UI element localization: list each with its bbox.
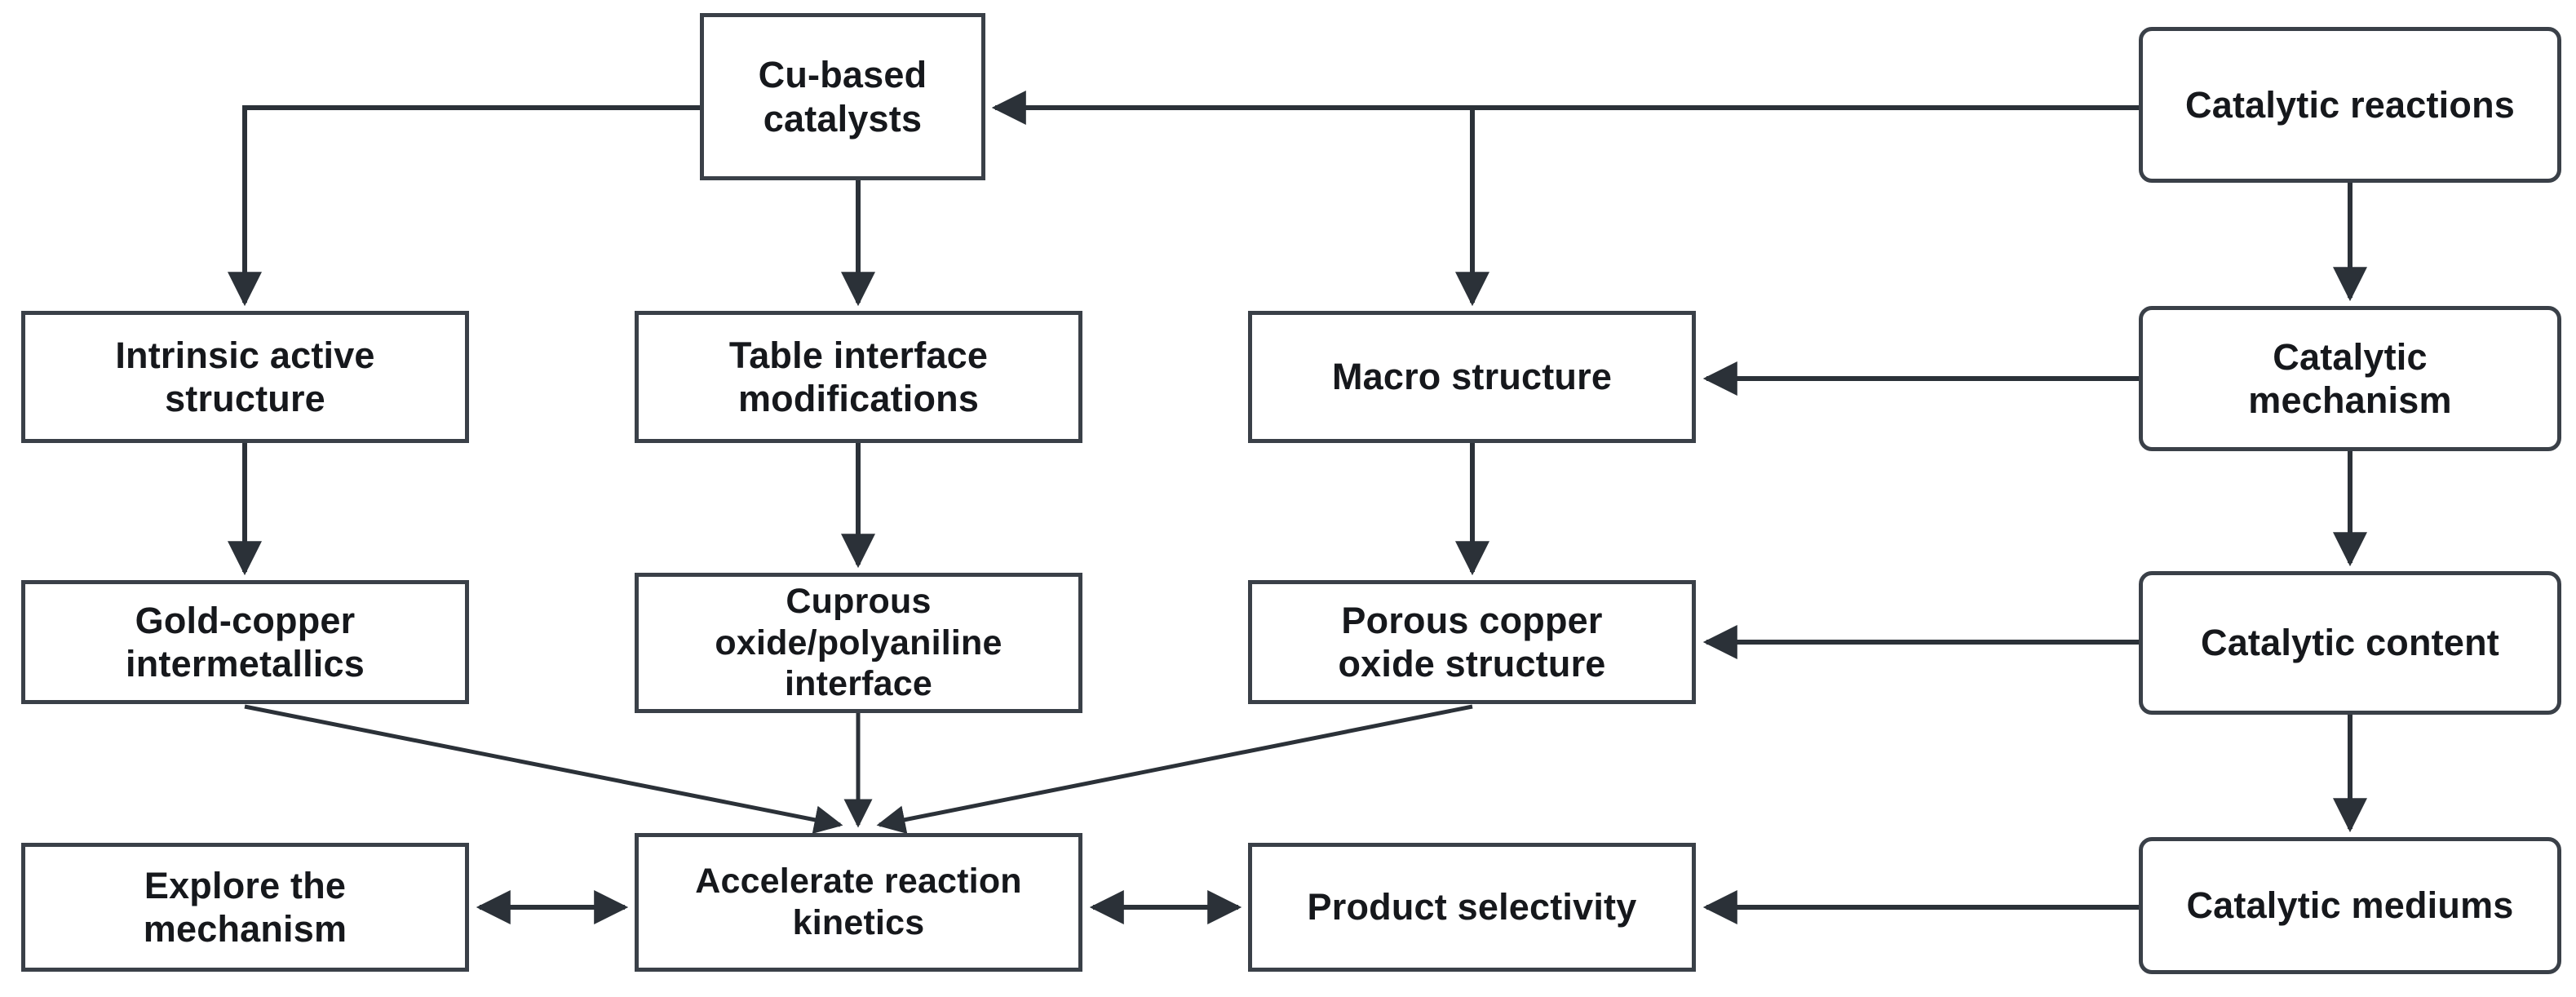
node-label: Table interface modifications xyxy=(728,334,989,419)
node-label: Catalytic reactions xyxy=(2185,83,2515,126)
node-label: Accelerate reaction kinetics xyxy=(695,862,1022,942)
edge-porous-to-accelerate xyxy=(876,704,1473,835)
node-cu-based-catalysts[interactable]: Cu-based catalysts xyxy=(700,13,985,180)
node-intrinsic-active-structure[interactable]: Intrinsic active structure xyxy=(21,311,469,443)
node-label: Cu-based catalysts xyxy=(758,54,927,140)
node-label: Intrinsic active structure xyxy=(115,334,375,419)
node-explore-the-mechanism[interactable]: Explore the mechanism xyxy=(21,843,469,972)
node-label: Catalytic mechanism xyxy=(2248,335,2452,421)
node-label: Cuprous oxide/polyaniline interface xyxy=(715,581,1003,704)
node-label: Porous copper oxide structure xyxy=(1338,599,1606,685)
node-product-selectivity[interactable]: Product selectivity xyxy=(1248,843,1696,972)
node-catalytic-content[interactable]: Catalytic content xyxy=(2139,571,2561,715)
node-label: Product selectivity xyxy=(1307,886,1637,928)
node-label: Catalytic mediums xyxy=(2186,884,2514,927)
node-label: Explore the mechanism xyxy=(143,864,347,950)
node-accelerate-reaction-kinetics[interactable]: Accelerate reaction kinetics xyxy=(635,833,1082,972)
node-label: Catalytic content xyxy=(2201,622,2499,664)
node-label: Gold-copper intermetallics xyxy=(126,599,365,685)
node-macro-structure[interactable]: Macro structure xyxy=(1248,311,1696,443)
node-catalytic-mechanism[interactable]: Catalytic mechanism xyxy=(2139,306,2561,451)
node-porous-copper-oxide-structure[interactable]: Porous copper oxide structure xyxy=(1248,580,1696,704)
node-label: Macro structure xyxy=(1331,356,1613,398)
node-table-interface-modifications[interactable]: Table interface modifications xyxy=(635,311,1082,443)
node-gold-copper-intermetallics[interactable]: Gold-copper intermetallics xyxy=(21,580,469,704)
node-catalytic-reactions[interactable]: Catalytic reactions xyxy=(2139,27,2561,183)
edge-goldcopper-to-accelerate xyxy=(244,704,843,835)
node-cuprous-oxide-polyaniline-interface[interactable]: Cuprous oxide/polyaniline interface xyxy=(635,573,1082,713)
node-catalytic-mediums[interactable]: Catalytic mediums xyxy=(2139,837,2561,974)
edge-cu-to-intrinsic xyxy=(228,105,700,307)
